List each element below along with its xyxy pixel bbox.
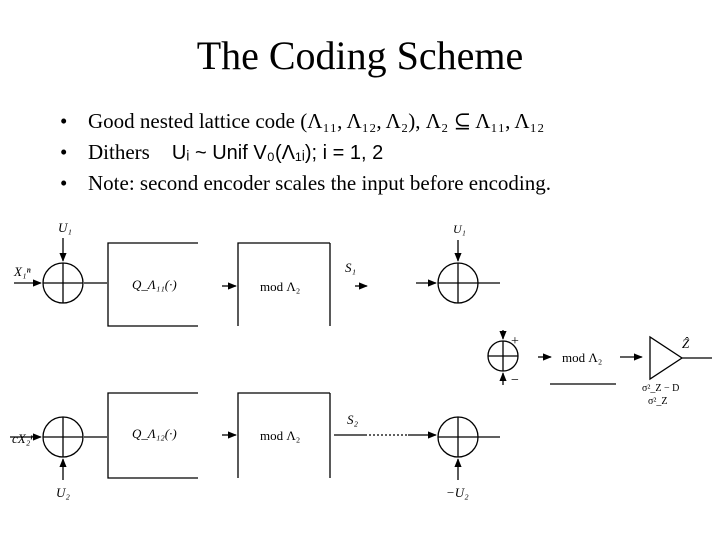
plus-label: + xyxy=(511,334,519,349)
u1-right-label: U₁ xyxy=(453,222,466,236)
gain-denominator: σ²_Z xyxy=(648,396,668,407)
gain-triangle-icon xyxy=(649,335,684,381)
s1-label: S₁ xyxy=(345,260,356,275)
mod-top-label: mod Λ₂ xyxy=(260,279,300,294)
q11-label: Q_Λ₁₁(·) xyxy=(132,277,177,292)
z-hat-label: Ẑ xyxy=(682,336,690,351)
quantizer-block-2 xyxy=(107,392,198,479)
s2-label: S₂ xyxy=(347,412,359,427)
minus-label: − xyxy=(511,373,519,388)
u1-label: U₁ xyxy=(58,220,72,235)
bullet-dot: • xyxy=(60,140,68,164)
bullet-text-group: Dithers Uᵢ ~ Unif V₀(Λ₁ᵢ); i = 1, 2 xyxy=(88,137,383,169)
mod-block-top xyxy=(237,242,331,326)
gain-numerator: σ²_Z − D xyxy=(642,383,679,394)
bullet-dot: • xyxy=(60,109,68,133)
mod-block-bottom xyxy=(237,392,331,478)
q12-label: Q_Λ₁₂(·) xyxy=(132,426,177,441)
neg-u2-label: −U₂ xyxy=(446,485,469,500)
slide-title: The Coding Scheme xyxy=(196,33,524,78)
bullet-text: Dithers xyxy=(88,140,150,164)
u2-label: U₂ xyxy=(56,485,70,500)
bullet-text: Good nested lattice code (Λ₁₁, Λ₁₂, Λ₂),… xyxy=(88,109,545,133)
dither-formula: Uᵢ ~ Unif V₀(Λ₁ᵢ); i = 1, 2 xyxy=(171,142,384,164)
mod-right-label: mod Λ₂ xyxy=(562,350,602,365)
bullet-text: Note: second encoder scales the input be… xyxy=(88,171,551,195)
x2-label: cX₂ⁿ xyxy=(12,431,35,446)
mod-bottom-label: mod Λ₂ xyxy=(260,428,300,443)
bullet-dot: • xyxy=(60,171,68,195)
x1-label: X₁ⁿ xyxy=(13,264,31,279)
quantizer-block-1 xyxy=(107,242,198,327)
